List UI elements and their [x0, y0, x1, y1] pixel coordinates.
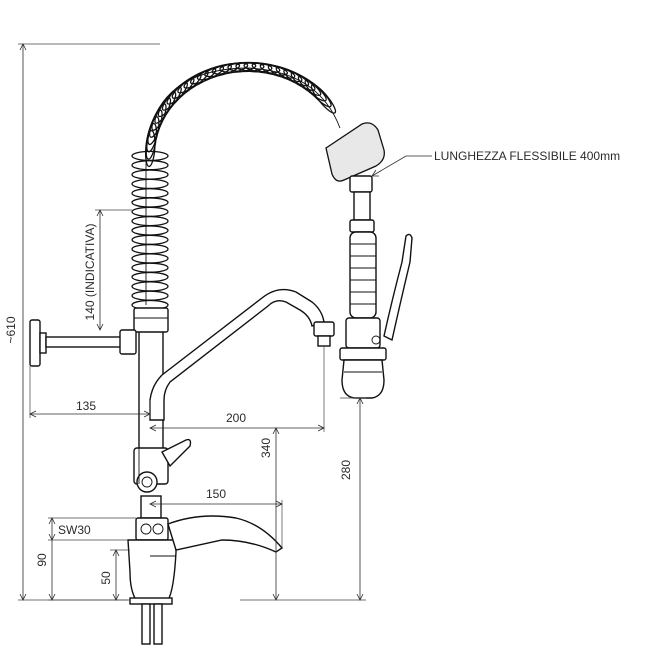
dim-total-height-label: ~610 — [4, 316, 18, 343]
dim-spring-height — [95, 209, 132, 331]
dim-spout-height-label: 340 — [259, 438, 273, 458]
dim-wall-offset — [29, 366, 151, 418]
spring-coil-turn — [131, 206, 169, 217]
riser-lower — [140, 495, 162, 519]
spring-coil-turn — [131, 290, 169, 301]
spring-coil-turn — [131, 160, 169, 171]
dim-spray-height — [290, 397, 366, 601]
dim-wall-offset-label: 135 — [76, 399, 96, 413]
spring-coil-turn — [131, 188, 169, 199]
dim-spout-reach-label: 200 — [226, 411, 246, 425]
dim-spray-height-label: 280 — [339, 460, 353, 480]
spring-coil-turn — [131, 262, 169, 273]
pre-rinse-faucet — [29, 61, 413, 645]
spray-head — [325, 122, 413, 399]
dim-base-height — [48, 540, 130, 601]
spring-coil-turn — [131, 225, 169, 236]
dim-spout-height — [240, 427, 290, 601]
spring-coil-turn — [310, 84, 337, 114]
spring-coil-turn — [131, 243, 169, 255]
dim-lever-reach — [149, 500, 283, 548]
side-valve — [133, 438, 192, 493]
spring-coil-turn — [151, 97, 172, 131]
dim-wrench — [48, 517, 136, 541]
dim-spout-reach — [149, 346, 325, 432]
dim-lever-height — [110, 549, 130, 601]
swivel-spout — [149, 288, 335, 421]
wall-bracket — [29, 319, 137, 367]
dim-spring-height-label: 140 (INDICATIVA) — [83, 224, 97, 321]
hose-note-leader — [371, 155, 432, 177]
mixer-body — [127, 515, 284, 605]
hose-length-note: LUNGHEZZA FLESSIBILE 400mm — [434, 149, 620, 163]
dim-lever-reach-label: 150 — [206, 487, 226, 501]
hex-nut — [135, 517, 169, 541]
spring-coil-turn — [131, 281, 169, 292]
dimension-lines: ~610 140 (INDICATIVA) 135 200 — [4, 43, 620, 601]
dim-wrench-label: SW30 — [58, 523, 91, 537]
dim-lever-height-label: 50 — [99, 571, 113, 585]
spring-coil-turn — [131, 253, 169, 264]
spring-coil-turn — [131, 234, 169, 245]
spring-coil-turn — [131, 197, 169, 208]
dim-base-height-label: 90 — [35, 553, 49, 567]
spring-coil-turn — [131, 215, 169, 227]
spring-coil-turn — [131, 169, 169, 180]
spring-coil-turn — [131, 178, 169, 190]
spring-coil-turn — [131, 271, 169, 283]
supply-pipes — [141, 603, 163, 645]
spring-coil — [131, 61, 341, 311]
spring-coil-turn — [154, 91, 177, 124]
